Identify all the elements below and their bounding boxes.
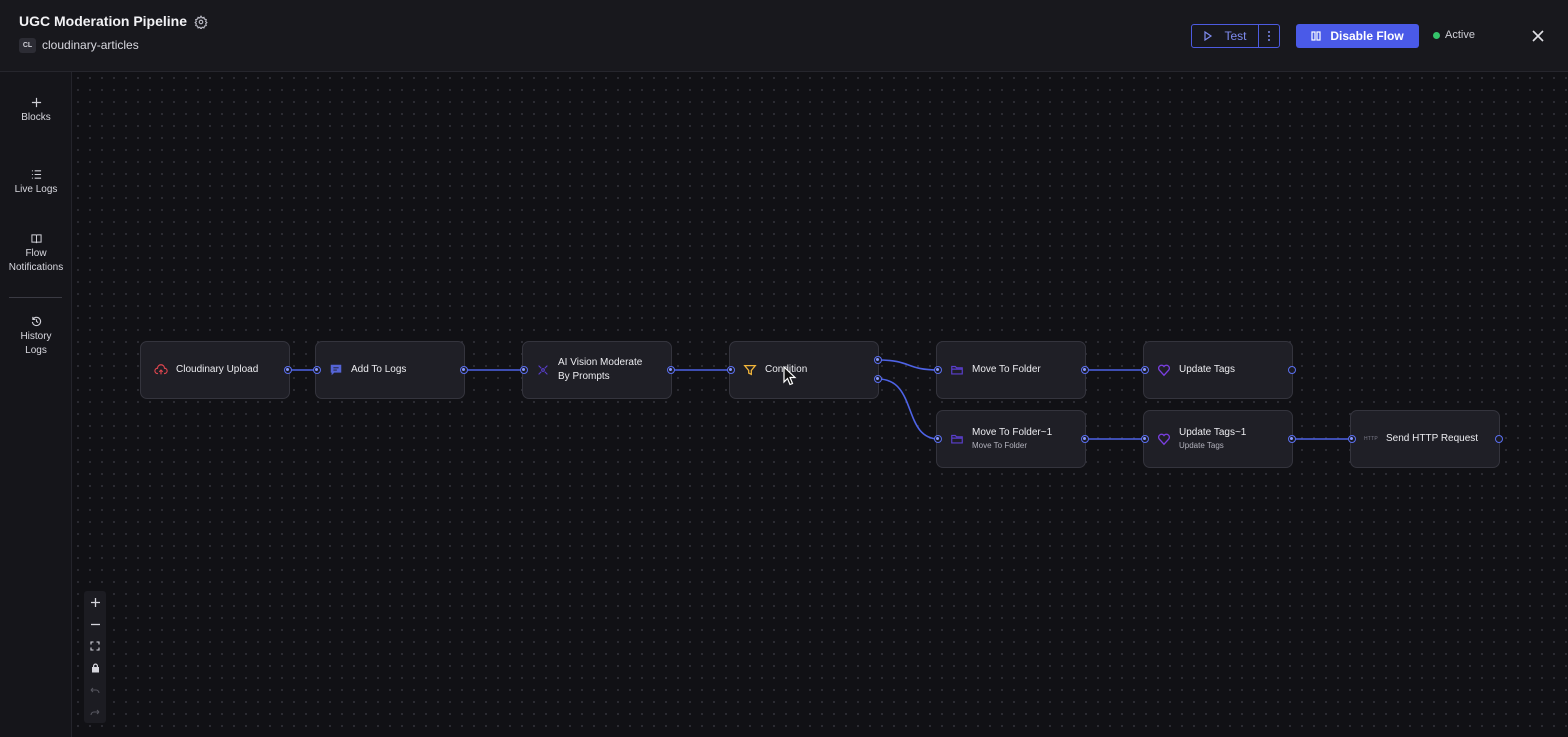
- project-badge: CL: [19, 38, 36, 53]
- node-title-block: Move To Folder~1 Move To Folder: [972, 426, 1052, 452]
- port-move-in[interactable]: [934, 366, 942, 374]
- folder-icon: [951, 365, 963, 375]
- node-ai-vision-moderate[interactable]: AI Vision Moderate By Prompts: [522, 341, 672, 399]
- port-http-out[interactable]: [1495, 435, 1503, 443]
- node-add-to-logs[interactable]: Add To Logs: [315, 341, 465, 399]
- port-upload-out[interactable]: [284, 366, 292, 374]
- port-condition-true-out[interactable]: [874, 356, 882, 364]
- plus-icon: [90, 597, 100, 607]
- port-http-in[interactable]: [1348, 435, 1356, 443]
- lock-button[interactable]: [84, 657, 106, 679]
- sidebar-item-flow-notifications[interactable]: Flow Notifications: [0, 233, 72, 275]
- node-update-tags-1[interactable]: Update Tags~1 Update Tags: [1143, 410, 1293, 468]
- folder-icon: [951, 434, 963, 444]
- sidebar-divider: [9, 297, 62, 298]
- port-move1-out[interactable]: [1081, 435, 1089, 443]
- port-move-out[interactable]: [1081, 366, 1089, 374]
- http-icon: HTTP: [1364, 436, 1378, 442]
- sidebar-item-label: Blocks: [21, 112, 51, 123]
- sidebar-item-label: Live Logs: [14, 184, 58, 195]
- undo-icon: [90, 687, 100, 694]
- port-tags-out[interactable]: [1288, 366, 1296, 374]
- sparkle-icon: [538, 365, 548, 375]
- pause-icon: [1311, 31, 1321, 41]
- node-update-tags[interactable]: Update Tags: [1143, 341, 1293, 399]
- node-title: Send HTTP Request: [1386, 433, 1479, 444]
- node-title: Cloudinary Upload: [176, 364, 259, 375]
- node-title: Move To Folder: [972, 364, 1041, 375]
- minus-icon: [90, 623, 100, 625]
- book-icon: [30, 234, 42, 244]
- node-cloudinary-upload[interactable]: Cloudinary Upload: [140, 341, 290, 399]
- port-tags-in[interactable]: [1141, 366, 1149, 374]
- node-condition[interactable]: Condition: [729, 341, 879, 399]
- sidebar-item-live-logs[interactable]: Live Logs: [0, 169, 72, 197]
- project-name[interactable]: cloudinary-articles: [42, 38, 139, 52]
- lock-icon: [91, 663, 99, 673]
- sidebar-item-label: Flow Notifications: [8, 248, 64, 273]
- heart-icon: [1158, 433, 1170, 446]
- node-title: Update Tags: [1179, 364, 1235, 375]
- zoom-in-button[interactable]: [84, 591, 106, 613]
- status-dot: [1433, 31, 1440, 39]
- test-options-button[interactable]: [1258, 24, 1280, 48]
- port-condition-in[interactable]: [727, 366, 735, 374]
- port-vision-out[interactable]: [667, 366, 675, 374]
- node-subtitle: Update Tags: [1179, 441, 1224, 450]
- disable-flow-label: Disable Flow: [1330, 29, 1404, 43]
- filter-icon: [743, 364, 757, 376]
- gear-icon[interactable]: [194, 15, 208, 29]
- test-button-label: Test: [1224, 29, 1247, 43]
- more-vertical-icon: [1268, 31, 1270, 41]
- mouse-cursor-icon: [783, 366, 797, 386]
- play-icon: [1204, 31, 1213, 41]
- close-icon[interactable]: [1530, 28, 1546, 44]
- history-icon: [31, 316, 41, 327]
- zoom-out-button[interactable]: [84, 613, 106, 635]
- node-move-to-folder-1[interactable]: Move To Folder~1 Move To Folder: [936, 410, 1086, 468]
- sidebar-item-blocks[interactable]: Blocks: [0, 97, 72, 125]
- flow-status: Active: [1433, 29, 1475, 41]
- flow-canvas[interactable]: [72, 72, 1568, 737]
- redo-icon: [90, 709, 100, 716]
- node-send-http-request[interactable]: HTTP Send HTTP Request: [1350, 410, 1500, 468]
- node-title: Add To Logs: [351, 364, 407, 375]
- redo-button[interactable]: [84, 701, 106, 723]
- port-move1-in[interactable]: [934, 435, 942, 443]
- port-vision-in[interactable]: [520, 366, 528, 374]
- cloud-upload-icon: [154, 364, 168, 375]
- zoom-controls: [84, 591, 106, 723]
- message-icon: [330, 364, 342, 376]
- fit-view-button[interactable]: [84, 635, 106, 657]
- left-sidebar: Blocks Live Logs Flow Notifications Hist…: [0, 72, 72, 737]
- disable-flow-button[interactable]: Disable Flow: [1296, 24, 1419, 48]
- node-title: Move To Folder~1: [972, 427, 1053, 438]
- port-tags1-in[interactable]: [1141, 435, 1149, 443]
- sidebar-item-history-logs[interactable]: History Logs: [0, 316, 72, 358]
- node-move-to-folder[interactable]: Move To Folder: [936, 341, 1086, 399]
- node-title: Update Tags~1: [1179, 427, 1247, 438]
- flow-title: UGC Moderation Pipeline: [19, 13, 188, 29]
- heart-icon: [1158, 364, 1170, 377]
- status-label: Active: [1445, 29, 1475, 41]
- port-logs-out[interactable]: [460, 366, 468, 374]
- port-tags1-out[interactable]: [1288, 435, 1296, 443]
- fit-view-icon: [90, 641, 100, 651]
- flow-header: UGC Moderation Pipeline CL cloudinary-ar…: [0, 0, 1568, 72]
- port-condition-false-out[interactable]: [874, 375, 882, 383]
- test-button[interactable]: Test: [1191, 24, 1259, 48]
- list-icon: [31, 170, 41, 179]
- sidebar-item-label: History Logs: [20, 331, 52, 356]
- undo-button[interactable]: [84, 679, 106, 701]
- node-title-block: Update Tags~1 Update Tags: [1179, 426, 1246, 452]
- node-subtitle: Move To Folder: [972, 441, 1027, 450]
- port-logs-in[interactable]: [313, 366, 321, 374]
- plus-icon: [31, 97, 41, 108]
- node-title: AI Vision Moderate By Prompts: [558, 357, 643, 382]
